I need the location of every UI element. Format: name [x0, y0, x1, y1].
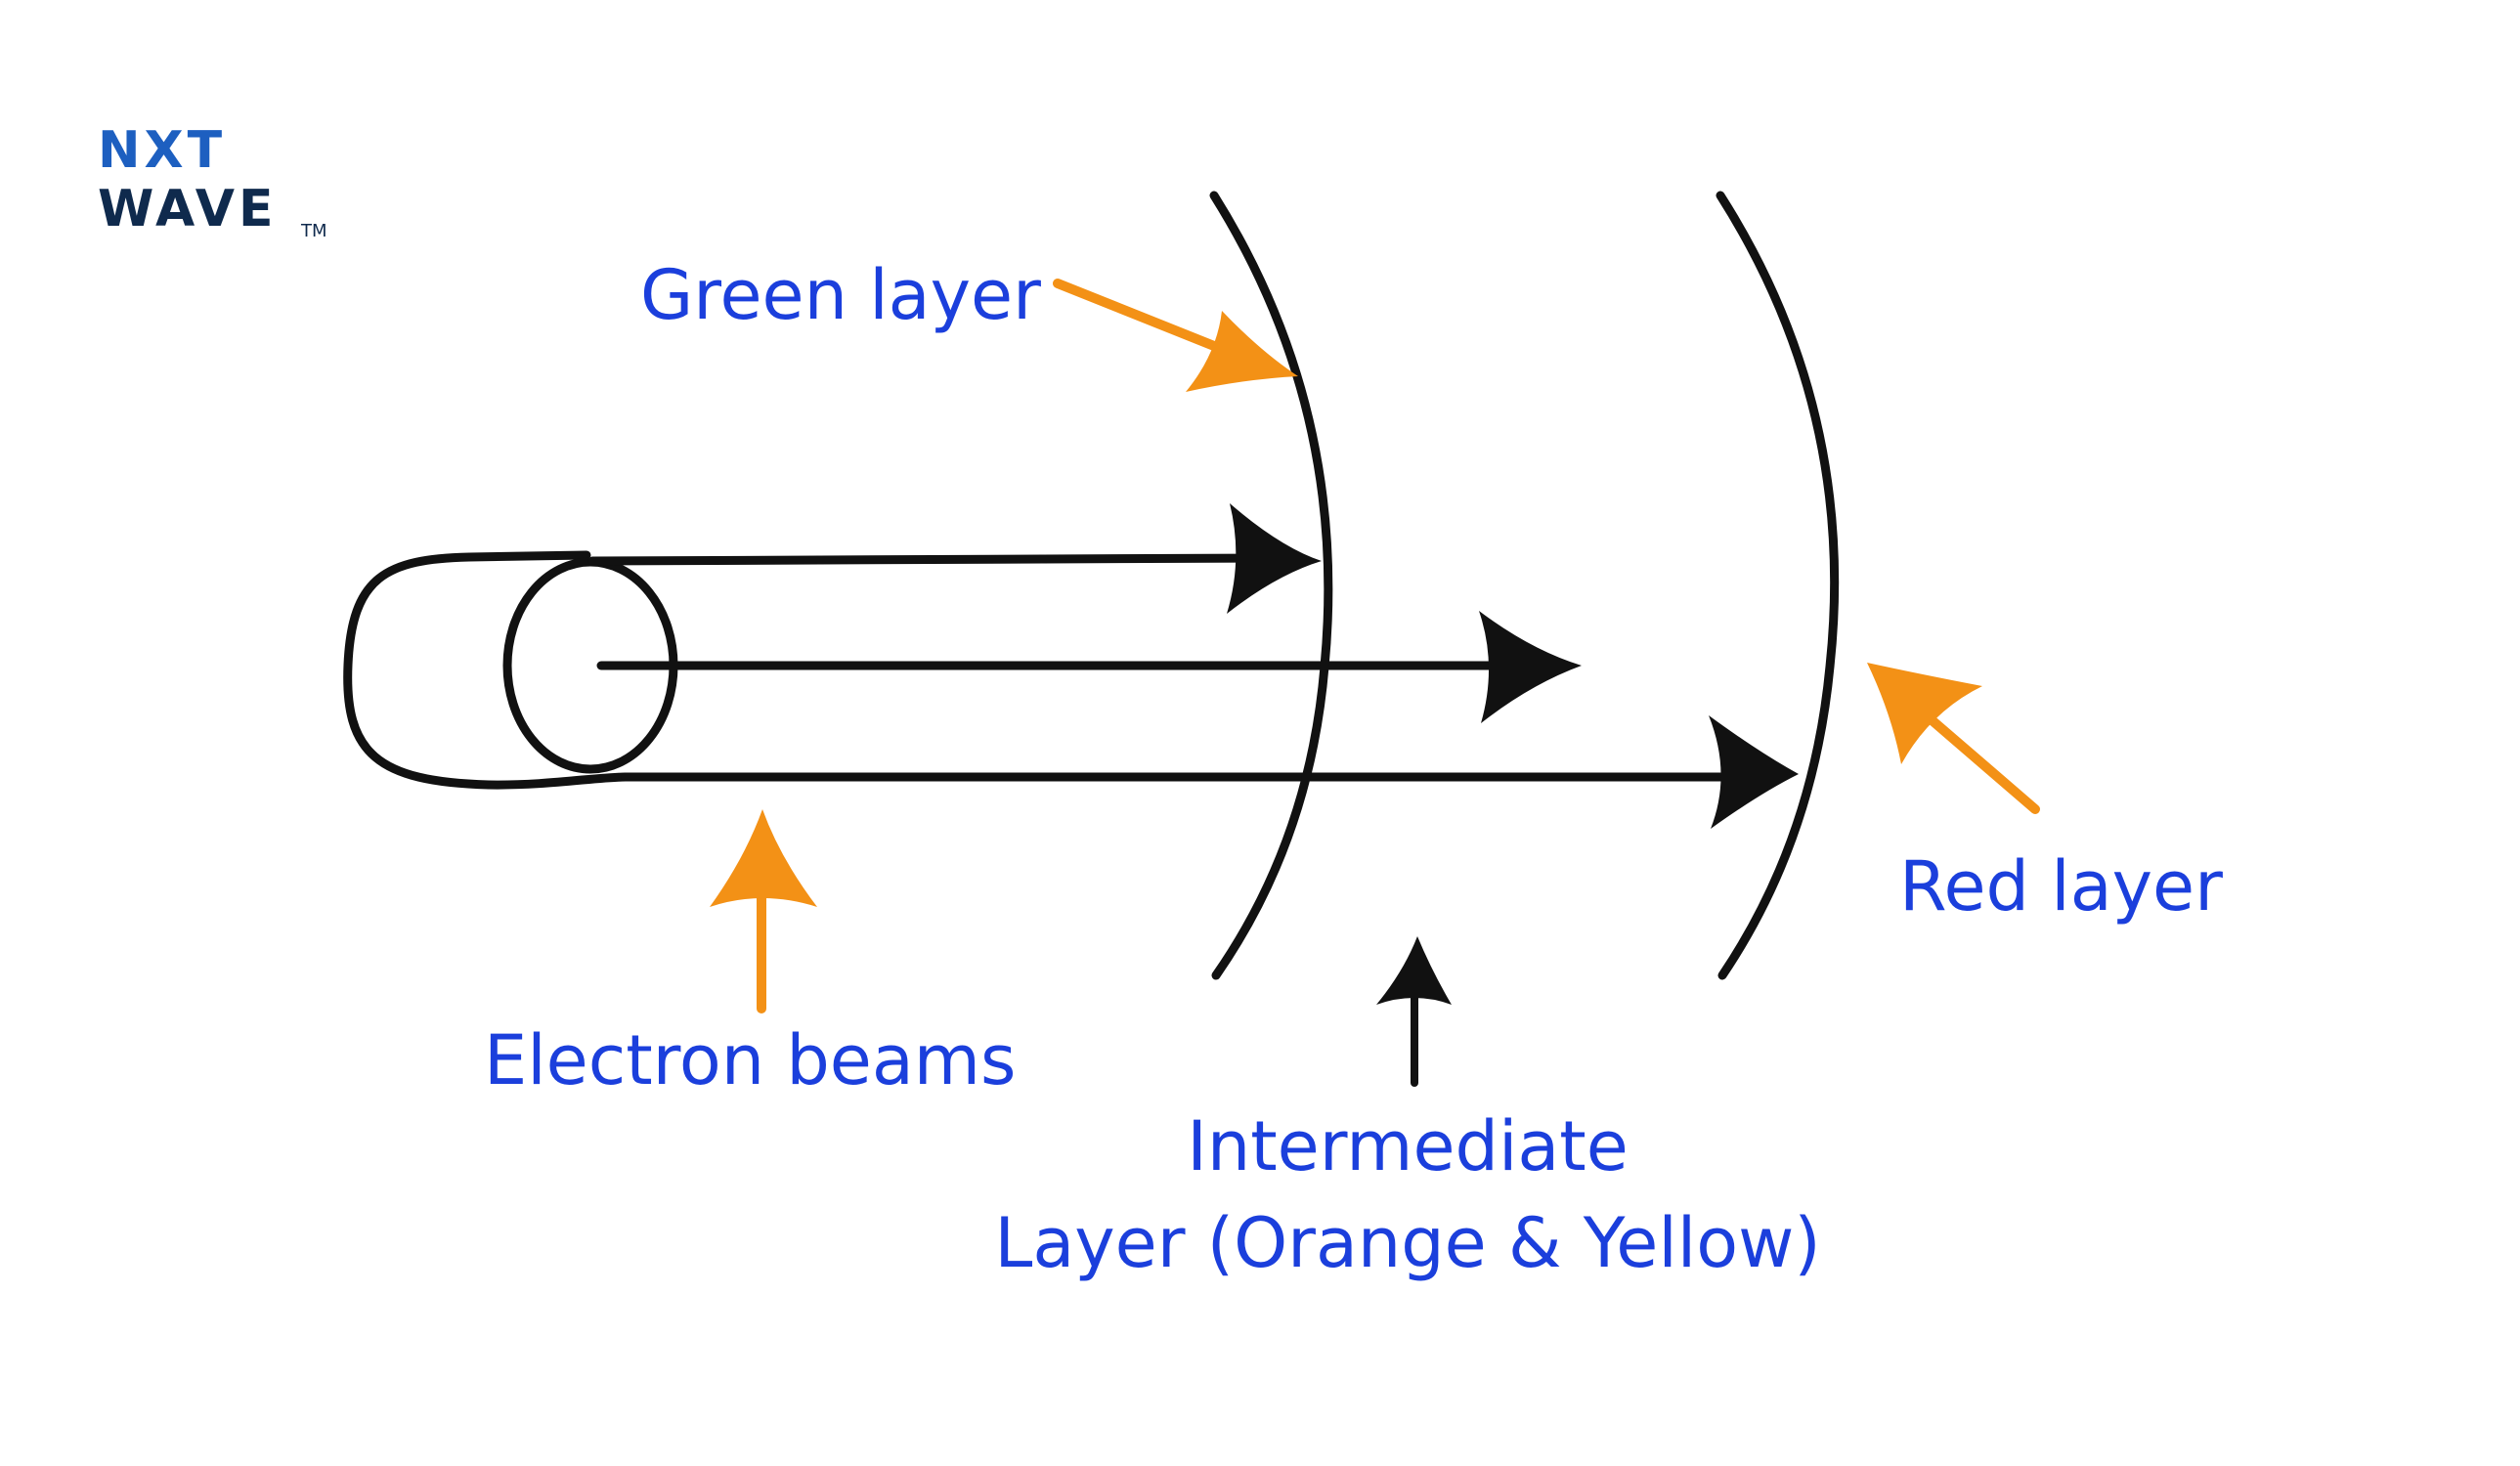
electron-beam-top [587, 553, 1276, 566]
electron-beam-bottom-arrowhead [1709, 715, 1799, 829]
intermediate-layer-label-line1: Intermediate [1187, 1106, 1629, 1186]
red-layer-pointer-line [1917, 707, 2040, 814]
electron-beam-middle-arrowhead [1479, 611, 1582, 723]
red-layer-pointer-arrowhead [1867, 663, 1982, 764]
green-layer-arc [1209, 191, 1333, 980]
electron-beam-top-arrowhead [1227, 503, 1322, 614]
red-layer-label: Red layer [1899, 846, 2223, 927]
green-layer-label: Green layer [640, 255, 1041, 335]
electron-gun-body [343, 550, 630, 790]
nxtwave-logo: NXT WAVE TM [98, 125, 352, 252]
red-layer-arc [1716, 191, 1840, 980]
intermediate-layer-label-line2: Layer (Orange & Yellow) [994, 1203, 1821, 1283]
logo-text-wave: WAVE [98, 180, 278, 238]
logo-text-nxt: NXT [98, 121, 227, 180]
electron-beams-pointer-arrowhead [710, 809, 817, 907]
logo-trademark: TM [301, 221, 327, 241]
intermediate-layer-pointer-arrowhead [1376, 936, 1452, 1005]
electron-beams-label: Electron beams [484, 1020, 1017, 1100]
green-layer-pointer-line [1053, 279, 1238, 359]
green-layer-pointer-arrowhead [1186, 311, 1298, 392]
